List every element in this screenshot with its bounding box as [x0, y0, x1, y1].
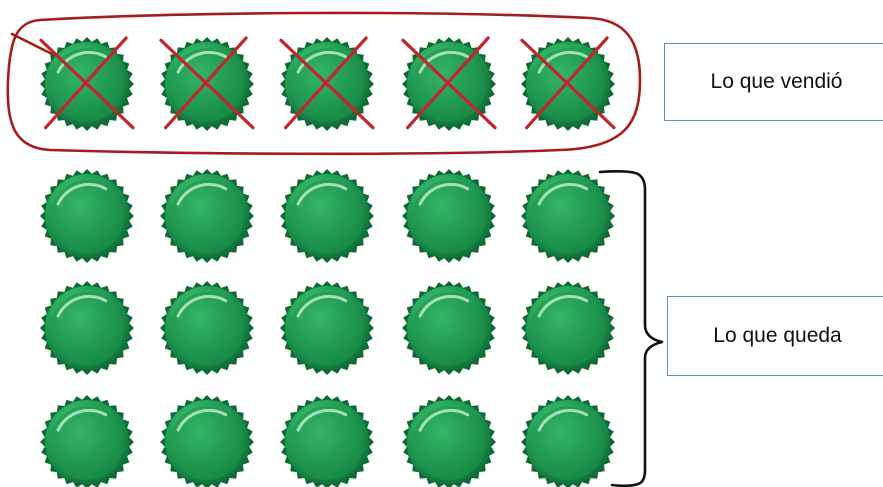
bottle-cap-icon	[280, 281, 374, 375]
bottle-cap-icon	[402, 169, 496, 263]
cross-mark-icon	[39, 36, 135, 130]
remaining-caps-brace	[598, 170, 664, 487]
remaining-label-box: Lo que queda	[667, 296, 883, 376]
bottle-cap-icon	[40, 395, 134, 487]
bottle-cap-icon	[160, 395, 254, 487]
bottle-cap-icon	[521, 395, 615, 487]
cross-mark-icon	[279, 36, 375, 130]
cross-mark-icon	[520, 36, 616, 130]
bottle-cap-icon	[40, 169, 134, 263]
bottle-cap-icon	[402, 281, 496, 375]
bottle-cap-icon	[280, 395, 374, 487]
cross-mark-icon	[159, 36, 255, 130]
sold-caps-loop	[6, 11, 642, 156]
bottle-cap-icon	[160, 169, 254, 263]
bottle-cap-icon	[521, 169, 615, 263]
bottle-cap-icon	[402, 395, 496, 487]
bottle-cap-icon	[160, 281, 254, 375]
bottle-cap-icon	[521, 281, 615, 375]
sold-label-box: Lo que vendió	[664, 43, 883, 121]
cross-mark-icon	[401, 36, 497, 130]
remaining-label: Lo que queda	[713, 324, 842, 347]
bottle-cap-icon	[280, 169, 374, 263]
sold-label: Lo que vendió	[710, 70, 843, 93]
bottle-cap-icon	[40, 281, 134, 375]
